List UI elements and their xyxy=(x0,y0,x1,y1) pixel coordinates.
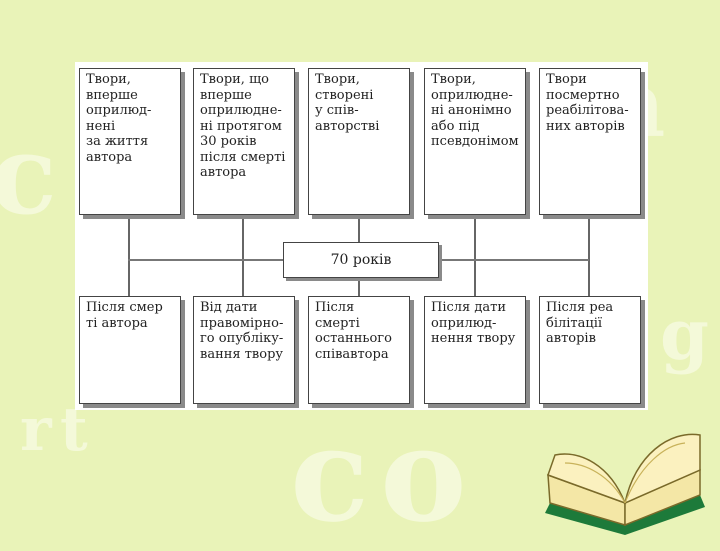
watermark-letter: r xyxy=(20,400,52,460)
top-box: Твори, створені у спів- авторстві xyxy=(308,68,410,215)
top-box: Твори, що вперше оприлюдне- ні протягом … xyxy=(193,68,295,215)
watermark-letter: o xyxy=(380,410,467,540)
watermark-letter: c xyxy=(290,410,369,540)
watermark-letter: g xyxy=(660,300,709,370)
connector-line xyxy=(128,216,130,296)
open-book-icon xyxy=(540,425,715,539)
top-box: Твори, вперше оприлюд- нені за життя авт… xyxy=(79,68,181,215)
connector-line xyxy=(588,216,590,296)
horizontal-connector xyxy=(128,259,283,261)
bottom-box: Від дати правомірно- го опубліку- вання … xyxy=(193,296,295,404)
watermark-letter: c xyxy=(0,120,57,230)
connector-line xyxy=(358,278,360,296)
horizontal-connector xyxy=(439,259,589,261)
bottom-box: Після смер ті автора xyxy=(79,296,181,404)
top-box: Твори, оприлюдне- ні анонімно або під пс… xyxy=(424,68,526,215)
connector-line xyxy=(358,216,360,242)
top-box: Твори посмертно реабілітова- них авторів xyxy=(539,68,641,215)
duration-label: 70 років xyxy=(283,242,439,278)
connector-line xyxy=(242,216,244,296)
bottom-box: Після дати оприлюд- нення твору xyxy=(424,296,526,404)
connector-line xyxy=(474,216,476,296)
bottom-box: Після реа білітації авторів xyxy=(539,296,641,404)
bottom-box: Після смерті останнього співавтора xyxy=(308,296,410,404)
